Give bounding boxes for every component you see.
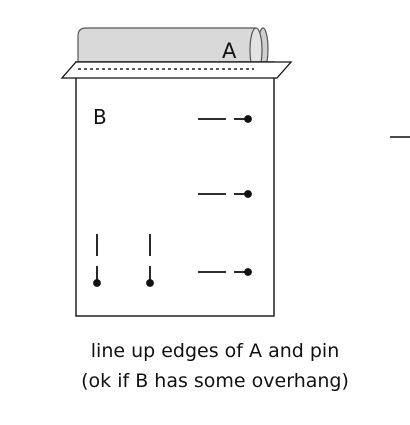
- sheet-a-flap: [60, 61, 293, 79]
- pin-marker-vertical-left: [93, 234, 101, 287]
- pin-marker-row2: [198, 190, 252, 198]
- caption-line-1: line up edges of A and pin: [90, 340, 340, 362]
- pin-marker-row3: [198, 268, 252, 276]
- label-a: A: [222, 39, 237, 63]
- sheet-b: [75, 61, 275, 317]
- caption-line-2: (ok if B has some overhang): [81, 370, 349, 392]
- label-b: B: [93, 105, 107, 129]
- pin-marker-row1: [198, 115, 252, 123]
- pin-marker-vertical-right: [146, 234, 154, 287]
